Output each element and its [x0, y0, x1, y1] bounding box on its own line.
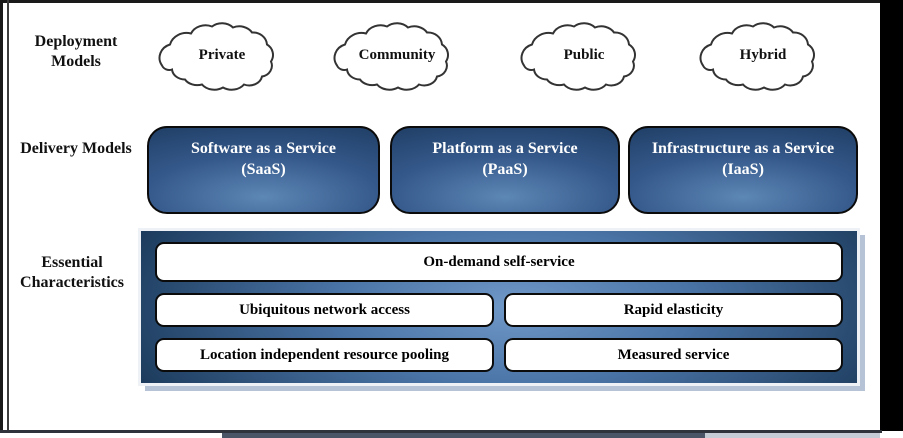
cloud-public: Public: [504, 9, 664, 112]
delivery-box-abbr: (SaaS): [241, 161, 286, 178]
cloud-private: Private: [142, 9, 302, 112]
frame-left-inner-border: [7, 0, 9, 431]
cloud-label: Public: [563, 47, 605, 63]
delivery-box-abbr: (PaaS): [482, 161, 528, 178]
characteristic-ubiquitous-network-access: Ubiquitous network access: [155, 293, 494, 327]
cloud-icon: [520, 22, 636, 91]
frame-right-black-band: [880, 0, 903, 431]
essential-characteristics-label: Essential Characteristics: [20, 254, 124, 291]
delivery-box-paas: Platform as a Service (PaaS): [390, 126, 620, 214]
essential-characteristics-container: On-demand self-service Ubiquitous networ…: [138, 228, 860, 386]
cloud-icon: [333, 22, 449, 91]
frame-left-outer-border: [0, 0, 3, 433]
cloud-icon: [158, 22, 274, 91]
cloud-label: Private: [198, 47, 246, 63]
delivery-box-saas: Software as a Service (SaaS): [147, 126, 380, 214]
characteristic-on-demand-self-service: On-demand self-service: [155, 242, 843, 282]
frame-bottom-border: [0, 430, 882, 433]
cloud-label: Hybrid: [739, 47, 787, 63]
characteristic-measured-service: Measured service: [504, 338, 843, 372]
cloud-hybrid: Hybrid: [683, 9, 843, 112]
cutoff-element-light-strip: [705, 433, 880, 438]
delivery-box-title: Software as a Service: [191, 140, 336, 158]
cutoff-element-dark-strip: [222, 433, 705, 438]
delivery-box-title: Platform as a Service: [432, 140, 578, 158]
cloud-label: Community: [358, 47, 436, 63]
delivery-box-title: Infrastructure as a Service: [651, 140, 835, 158]
delivery-box-abbr: (IaaS): [722, 161, 764, 178]
cloud-icon: [699, 22, 815, 91]
deployment-models-label: Deployment Models: [34, 33, 118, 70]
characteristic-rapid-elasticity: Rapid elasticity: [504, 293, 843, 327]
characteristic-location-independent-resource-pooling: Location independent resource pooling: [155, 338, 494, 372]
delivery-box-iaas: Infrastructure as a Service (IaaS): [628, 126, 858, 214]
cloud-community: Community: [317, 9, 477, 112]
delivery-models-label: Delivery Models: [20, 140, 132, 157]
frame-top-border: [0, 0, 903, 3]
